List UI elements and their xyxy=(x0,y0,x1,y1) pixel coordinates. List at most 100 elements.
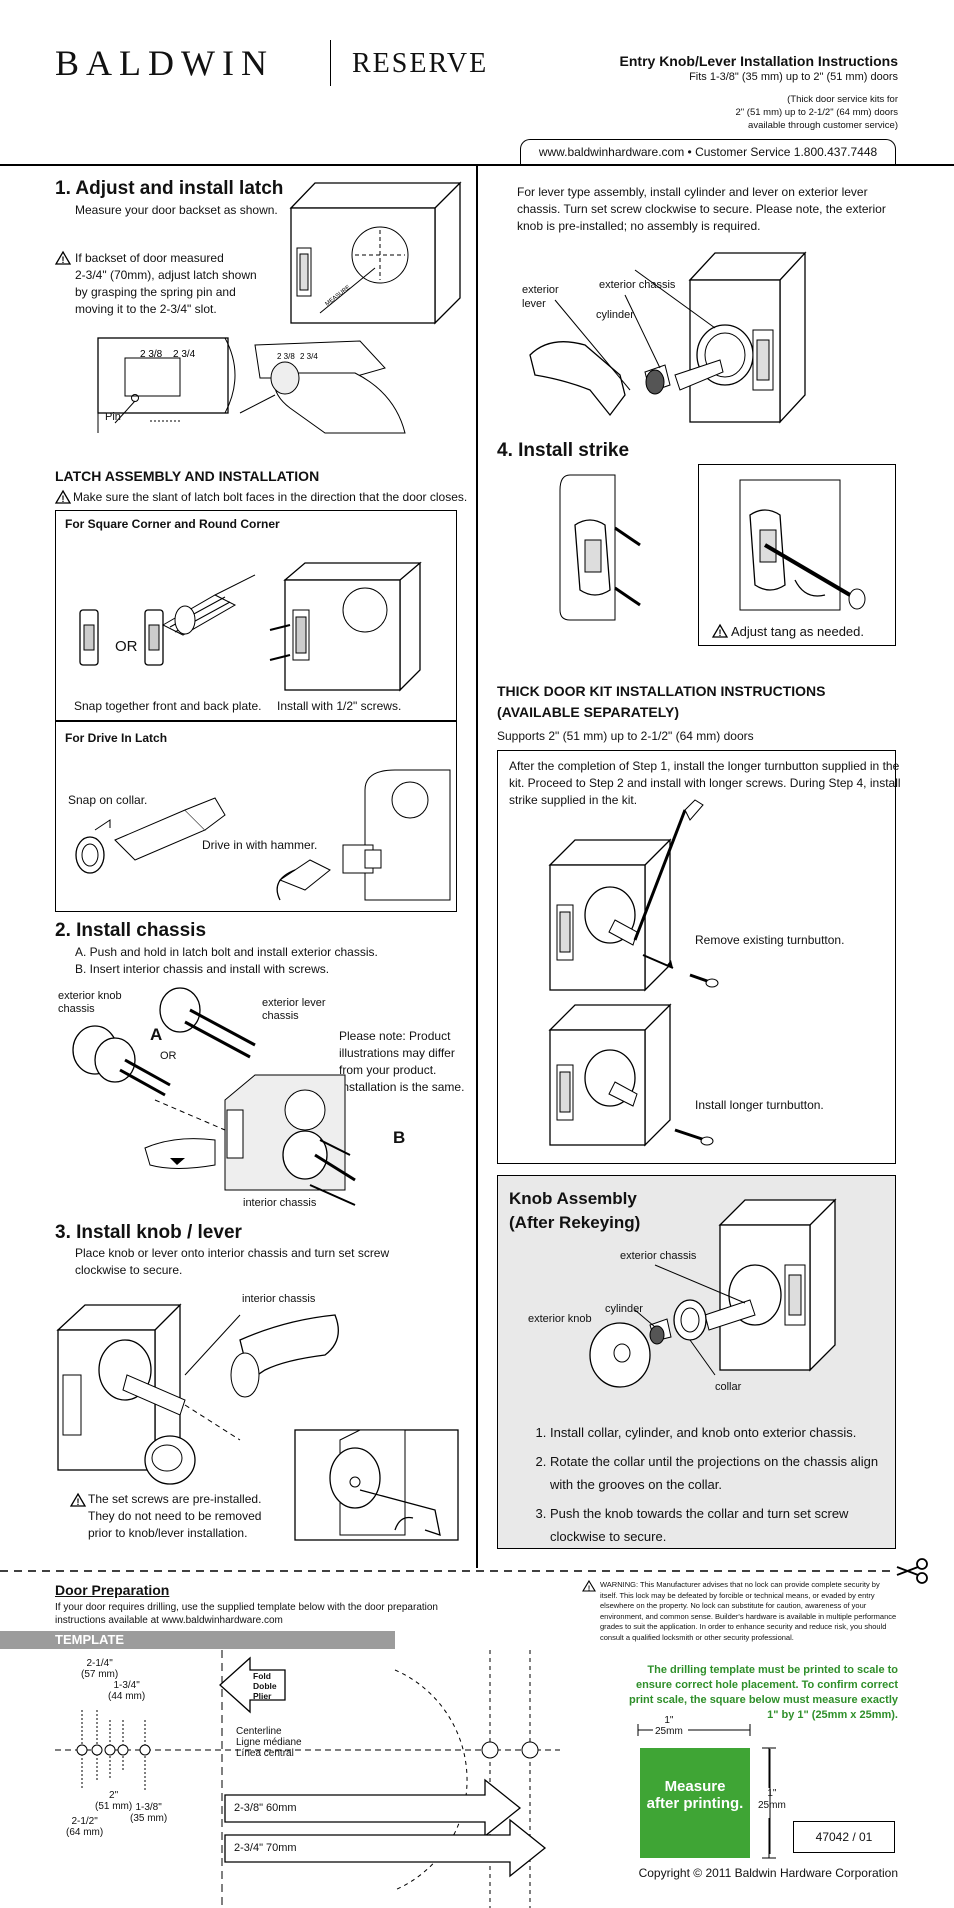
snap-plate-text: Snap together front and back plate. xyxy=(74,699,262,713)
door-fit-note: Fits 1-3/8" (35 mm) up to 2" (51 mm) doo… xyxy=(689,71,898,83)
svg-text:!: ! xyxy=(62,255,65,265)
scissors-icon xyxy=(896,1558,928,1584)
scale-top-dimension: 1" 25mm xyxy=(655,1715,683,1737)
cut-line xyxy=(0,1570,895,1572)
brand-logo: BALDWIN xyxy=(55,43,274,83)
step1-text: Measure your door backset as shown. xyxy=(75,203,278,217)
drive-hammer-text: Drive in with hammer. xyxy=(202,838,318,852)
step1-title: 1. Adjust and install latch xyxy=(55,178,284,199)
label-a: A xyxy=(150,1025,163,1044)
lever-cylinder-illustration xyxy=(529,251,807,424)
label-b: B xyxy=(393,1128,406,1147)
pin-label: Pin xyxy=(105,411,121,423)
latch-panel-divider xyxy=(55,720,457,722)
adjust-tang-text: Adjust tang as needed. xyxy=(731,624,864,639)
svg-text:2 3/4: 2 3/4 xyxy=(173,349,196,360)
centerline-label: Centerline Ligne médiane Línea central xyxy=(236,1726,302,1759)
knob-cylinder-label: cylinder xyxy=(605,1303,643,1315)
door-backset-illustration: MEASURE xyxy=(289,181,462,325)
thick-door-note: (Thick door service kits for 2" (51 mm) … xyxy=(735,94,899,131)
strike-plate-illustration xyxy=(559,474,641,621)
warning-icon: ! xyxy=(54,250,72,265)
logo-divider xyxy=(330,40,331,86)
exterior-chassis-label: exterior chassis xyxy=(599,279,676,291)
lever-intro: For lever type assembly, install cylinde… xyxy=(517,185,886,233)
document-title: Entry Knob/Lever Installation Instructio… xyxy=(619,53,898,69)
dim-2-1-2: 2-1/2"(64 mm) xyxy=(66,1816,104,1838)
arrow-60mm-label: 2-3/8" 60mm xyxy=(234,1802,297,1814)
interior-chassis-label-step3: interior chassis xyxy=(242,1293,316,1305)
knob-assembly-illustration xyxy=(589,1198,837,1388)
square-corner-title: For Square Corner and Round Corner xyxy=(65,517,280,531)
knob-lever-illustration xyxy=(56,1303,459,1541)
template-bar: TEMPLATE xyxy=(0,1631,395,1649)
svg-text:2 3/8: 2 3/8 xyxy=(277,352,295,361)
exterior-knob-chassis-label: exterior knob chassis xyxy=(58,990,122,1015)
snap-collar-text: Snap on collar. xyxy=(68,793,148,807)
or-label: OR xyxy=(115,638,138,655)
measure-square: Measure after printing. xyxy=(640,1748,750,1858)
tang-adjust-illustration xyxy=(739,479,866,611)
step3-line2: clockwise to secure. xyxy=(75,1263,183,1277)
sub-brand-logo: RESERVE xyxy=(352,48,489,79)
latch-warning: Make sure the slant of latch bolt faces … xyxy=(73,490,468,504)
drive-in-title: For Drive In Latch xyxy=(65,731,168,745)
latch-panel xyxy=(55,510,457,912)
scale-side-dimension-line xyxy=(762,1747,776,1859)
drive-latch-illustration xyxy=(75,769,451,901)
document-number: 47042 / 01 xyxy=(793,1821,895,1853)
dim-2: 2"(51 mm) xyxy=(95,1790,133,1812)
svg-text:!: ! xyxy=(719,628,722,638)
chassis-illustration xyxy=(72,987,356,1206)
collar-label: collar xyxy=(715,1381,742,1393)
exterior-knob-label: exterior knob xyxy=(528,1313,592,1325)
knob-step-1: Install collar, cylinder, and knob onto … xyxy=(550,1421,882,1444)
door-prep-line2: instructions available at www.baldwinhar… xyxy=(55,1615,283,1626)
knob-step-3: Push the knob towards the collar and tur… xyxy=(550,1502,882,1548)
svg-text:2 3/8: 2 3/8 xyxy=(140,349,163,360)
scale-dimension-lines xyxy=(637,1724,771,1854)
latch-pin-illustration: 2 3/8 2 3/4 2 3/8 2 3/4 xyxy=(97,337,406,434)
thick-door-supports: Supports 2" (51 mm) up to 2-1/2" (64 mm)… xyxy=(497,729,754,743)
dim-1-3-8: 1-3/8"(35 mm) xyxy=(130,1802,168,1824)
drilling-template xyxy=(55,1650,560,1908)
arrow-70mm-label: 2-3/4" 70mm xyxy=(234,1842,297,1854)
knob-ext-chassis-label: exterior chassis xyxy=(620,1250,697,1262)
contact-tab[interactable]: www.baldwinhardware.com • Customer Servi… xyxy=(520,139,896,164)
or-label-step2: OR xyxy=(160,1050,177,1062)
knob-step-2: Rotate the collar until the projections … xyxy=(550,1450,882,1496)
security-warning: WARNING: This Manufacturer advises that … xyxy=(600,1580,897,1642)
install-turnbutton-text: Install longer turnbutton. xyxy=(695,1098,824,1112)
warning-icon: ! xyxy=(582,1579,596,1593)
latch-section-title: LATCH ASSEMBLY AND INSTALLATION xyxy=(55,468,320,484)
exterior-lever-label: exterior lever xyxy=(522,284,559,310)
step2-title: 2. Install chassis xyxy=(55,920,207,941)
fold-label: Fold Doble Plier xyxy=(253,1671,277,1701)
step3-title: 3. Install knob / lever xyxy=(55,1222,242,1243)
door-prep-title: Door Preparation xyxy=(55,1582,170,1598)
step3-line1: Place knob or lever onto interior chassi… xyxy=(75,1246,390,1260)
install-screws-text: Install with 1/2" screws. xyxy=(277,699,402,713)
step1-warning: If backset of door measured 2-3/4" (70mm… xyxy=(75,251,257,316)
adjust-tang-panel xyxy=(698,464,896,646)
interior-chassis-label: interior chassis xyxy=(243,1197,317,1209)
latch-square-illustration xyxy=(79,561,422,692)
column-divider xyxy=(476,164,478,1568)
step2-line-a: A. Push and hold in latch bolt and insta… xyxy=(75,945,378,959)
step3-warning: The set screws are pre-installed. They d… xyxy=(88,1492,262,1540)
print-scale-note: The drilling template must be printed to… xyxy=(629,1664,898,1721)
copyright: Copyright © 2011 Baldwin Hardware Corpor… xyxy=(638,1866,898,1880)
svg-text:!: ! xyxy=(588,1586,590,1593)
warning-icon: ! xyxy=(711,623,729,638)
knob-assembly-steps: Install collar, cylinder, and knob onto … xyxy=(532,1421,882,1554)
remove-turnbutton-text: Remove existing turnbutton. xyxy=(695,933,845,947)
step2-line-b: B. Insert interior chassis and install w… xyxy=(75,962,330,976)
thick-door-title: THICK DOOR KIT INSTALLATION INSTRUCTIONS… xyxy=(497,683,826,720)
warning-icon: ! xyxy=(69,1492,87,1507)
knob-assembly-title: Knob Assembly (After Rekeying) xyxy=(509,1189,641,1232)
product-note: Please note: Product illustrations may d… xyxy=(339,1029,465,1094)
thick-door-instructions: After the completion of Step 1, install … xyxy=(509,759,901,807)
step4-title: 4. Install strike xyxy=(497,440,630,461)
turnbutton-illustration xyxy=(548,799,719,1147)
svg-text:2 3/4: 2 3/4 xyxy=(300,352,318,361)
